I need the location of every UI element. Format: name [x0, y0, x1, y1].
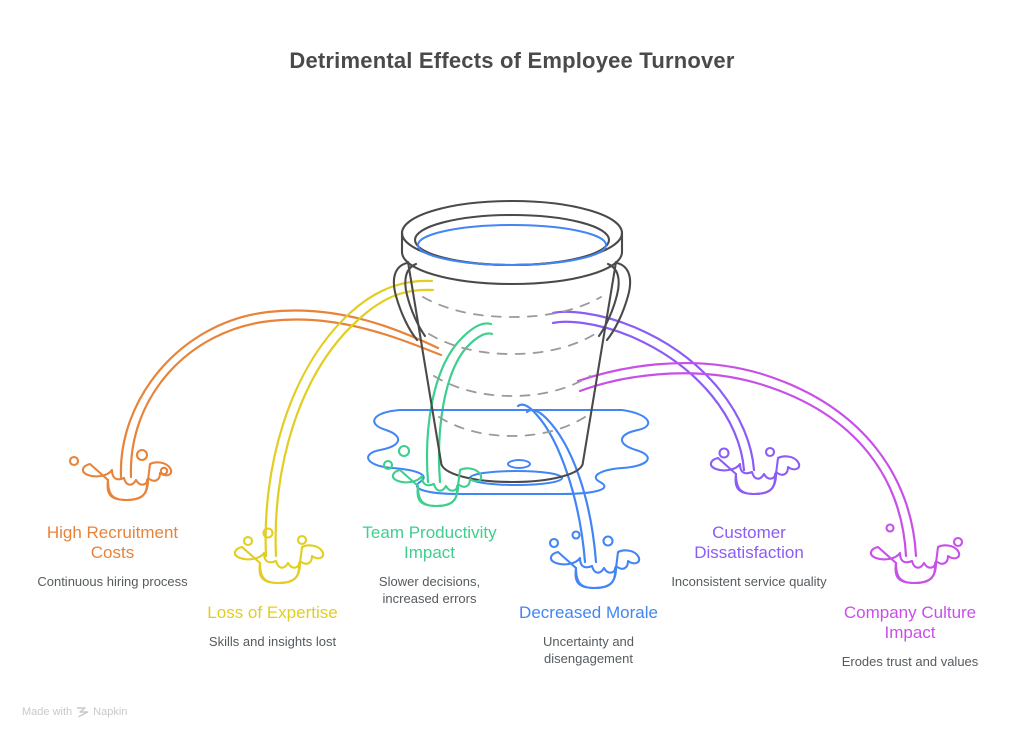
splash-purple [709, 446, 801, 496]
watermark-prefix: Made with [22, 706, 73, 718]
splash-yellow [233, 527, 325, 585]
node-loss-of-expertise[interactable]: Loss of Expertise Skills and insights lo… [195, 603, 350, 651]
node-description: Erodes trust and values [841, 654, 979, 670]
node-title: Team Productivity Impact [362, 523, 497, 563]
stream-magenta [576, 362, 918, 558]
node-title: High Recruitment Costs [46, 523, 179, 563]
node-team-productivity-impact[interactable]: Team Productivity Impact Slower decision… [352, 523, 507, 608]
page-title: Detrimental Effects of Employee Turnover [289, 48, 735, 73]
node-title: Loss of Expertise [207, 603, 338, 622]
stream-blue [516, 403, 598, 564]
splash-green [382, 444, 483, 508]
puddle-icon [367, 409, 650, 495]
node-title: Customer Dissatisfaction [694, 523, 804, 563]
splash-orange [68, 448, 173, 502]
node-title: Decreased Morale [519, 603, 658, 622]
node-description: Slower decisions, increased errors [378, 574, 481, 606]
node-decreased-morale[interactable]: Decreased Morale Uncertainty and disenga… [511, 603, 666, 668]
bucket-band-dashes [422, 296, 602, 437]
node-description: Continuous hiring process [37, 574, 188, 590]
stream-yellow [264, 279, 435, 558]
splash-blue [548, 530, 641, 590]
napkin-logo-icon [76, 706, 89, 718]
stream-purple [551, 310, 756, 472]
splash-magenta [869, 523, 964, 585]
water-surface-icon [417, 224, 607, 266]
node-description: Uncertainty and disengagement [542, 634, 635, 666]
watermark-brand: Napkin [93, 706, 128, 718]
node-title: Company Culture Impact [843, 603, 977, 643]
stream-orange [119, 309, 443, 479]
bucket-icon [392, 199, 632, 484]
node-customer-dissatisfaction[interactable]: Customer Dissatisfaction Inconsistent se… [663, 523, 835, 591]
node-description: Skills and insights lost [208, 634, 337, 650]
node-description: Inconsistent service quality [671, 574, 827, 590]
node-high-recruitment-costs[interactable]: High Recruitment Costs Continuous hiring… [35, 523, 190, 591]
watermark[interactable]: Made with Napkin [22, 706, 127, 718]
node-company-culture-impact[interactable]: Company Culture Impact Erodes trust and … [824, 603, 996, 671]
stream-green [425, 322, 494, 484]
